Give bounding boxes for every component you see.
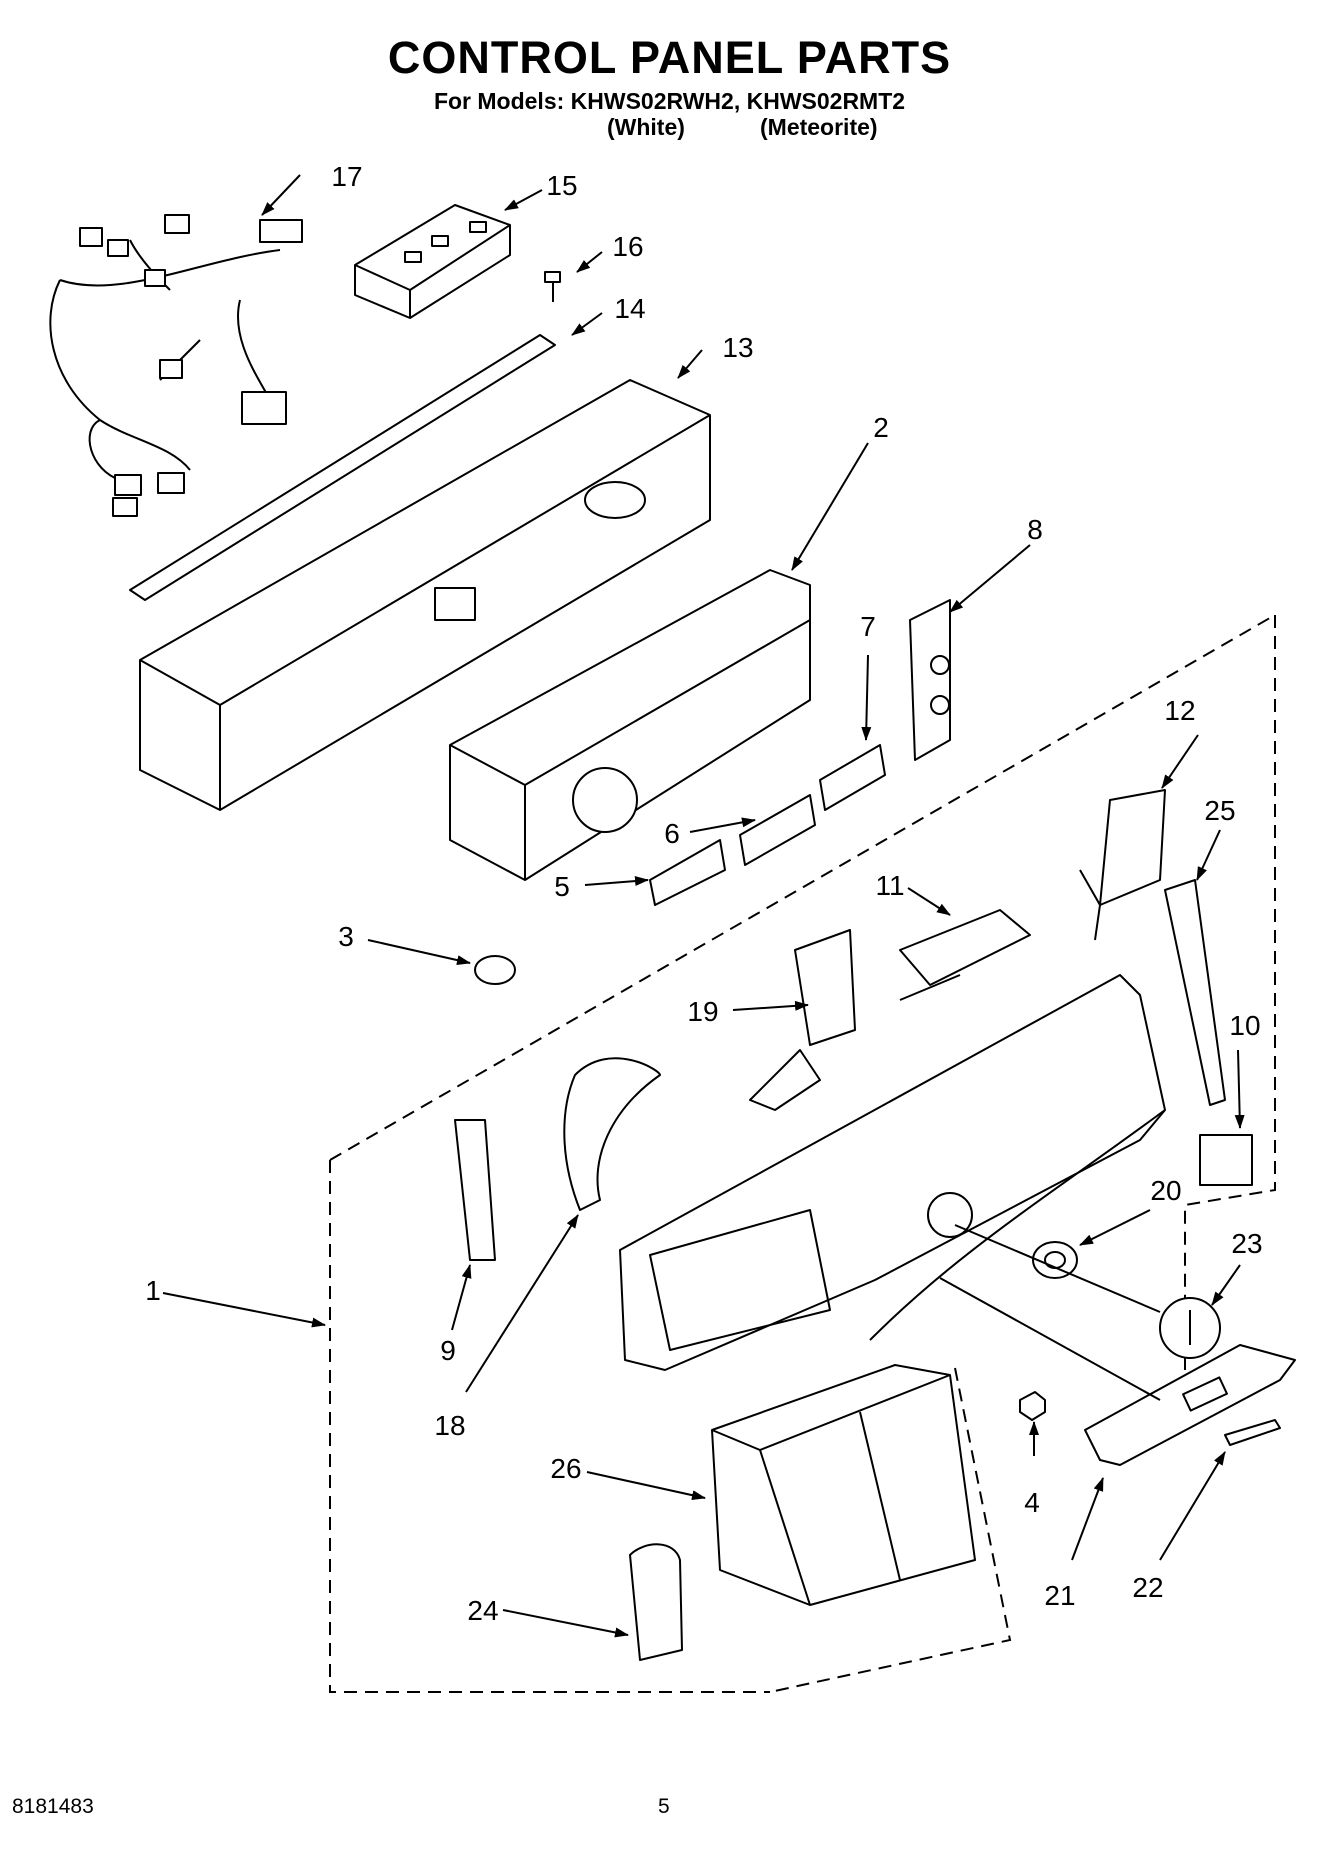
callout-13: 13 [722,332,753,363]
callout-4: 4 [1024,1487,1040,1518]
bracket-rod-part [129,334,556,601]
variant-white-label: (White) [607,114,685,140]
knob-part [474,955,516,985]
callout-5: 5 [554,871,570,902]
led-strip-part [454,1119,496,1261]
label-part [1199,1134,1253,1186]
screw-part [544,271,561,302]
callout-3: 3 [338,921,354,952]
console-frame-part [139,379,711,811]
console-panel-part [619,974,1166,1371]
ring-part [563,1057,661,1211]
callout-1: 1 [145,1275,161,1306]
dispenser-part [711,1364,976,1606]
nut-part [1019,1391,1046,1421]
callout-21: 21 [1044,1580,1075,1611]
callout-15: 15 [546,170,577,201]
wire-harness-part [49,214,303,517]
bezel-ring-part [1032,1241,1078,1279]
trim-part [1164,879,1226,1106]
page-title: CONTROL PANEL PARTS [387,32,952,83]
callout-9: 9 [440,1335,456,1366]
callout-10: 10 [1229,1010,1260,1041]
lightpipe-part [749,789,1166,1111]
callout-12: 12 [1164,695,1195,726]
callout-25: 25 [1204,795,1235,826]
callout-2: 2 [873,412,889,443]
callout-26: 26 [550,1453,581,1484]
page-number: 5 [658,1795,670,1818]
callout-22: 22 [1132,1572,1163,1603]
badge-part [1224,1419,1281,1446]
callout-14: 14 [614,293,645,324]
assembly-boundary [329,614,1276,1693]
handle-part [1084,1344,1296,1466]
callout-6: 6 [664,818,680,849]
callout-24: 24 [467,1595,498,1626]
switch-strip-part [909,599,951,761]
switch-module-part [354,204,511,319]
callout-17: 17 [331,161,362,192]
dial-knob-part [1159,1297,1221,1359]
button-set-part [649,744,886,906]
models-line: For Models: KHWS02RWH2, KHWS02RMT2 [433,88,906,114]
document-number: 8181483 [12,1795,94,1818]
callout-11: 11 [875,870,904,901]
callout-19: 19 [687,996,718,1027]
leader-lines [162,174,1245,1638]
callout-8: 8 [1027,514,1043,545]
callout-18: 18 [434,1410,465,1441]
callout-20: 20 [1150,1175,1181,1206]
control-housing-part [449,569,811,881]
variant-meteorite-label: (Meteorite) [760,114,878,140]
callout-23: 23 [1231,1228,1262,1259]
callout-7: 7 [860,611,876,642]
cap-part [629,1543,683,1661]
callout-16: 16 [612,231,643,262]
